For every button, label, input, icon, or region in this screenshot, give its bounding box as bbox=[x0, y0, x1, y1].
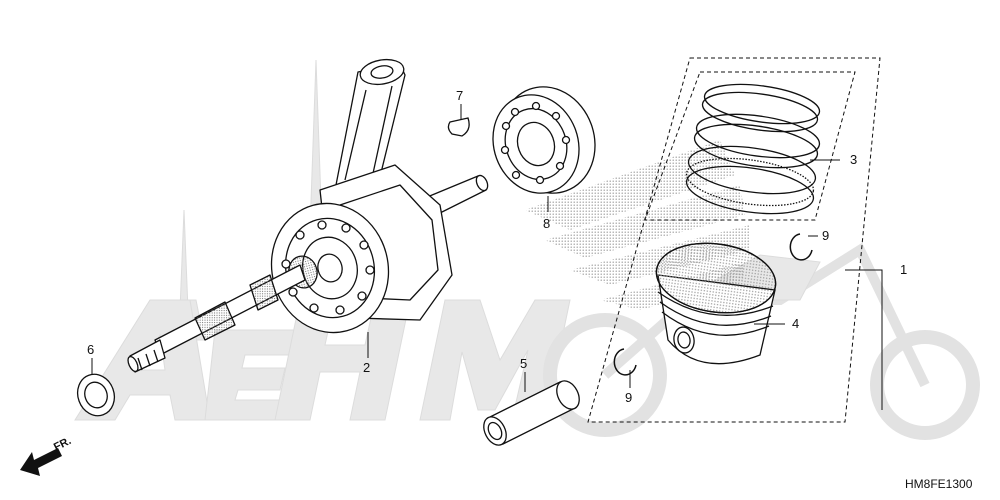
callout-1: 1 bbox=[900, 262, 907, 277]
ball-bearing-icon bbox=[492, 86, 596, 194]
thrust-washer-icon bbox=[76, 373, 116, 417]
piston-pin-clip-upper-icon bbox=[789, 233, 813, 261]
front-direction-label: FR. bbox=[52, 435, 73, 454]
diagram-code: HM8FE1300 bbox=[905, 477, 973, 491]
callout-8: 8 bbox=[543, 216, 550, 231]
piston-pin-clip-lower-icon bbox=[613, 348, 637, 376]
callout-7: 7 bbox=[456, 88, 463, 103]
piston-rings-icon bbox=[685, 83, 821, 215]
callout-9-lower: 9 bbox=[625, 390, 632, 405]
callout-6: 6 bbox=[87, 342, 94, 357]
leader-lines bbox=[91, 104, 883, 410]
piston-pin-icon bbox=[483, 380, 580, 446]
callout-5: 5 bbox=[520, 356, 527, 371]
callout-9-upper: 9 bbox=[822, 228, 829, 243]
callout-3: 3 bbox=[850, 152, 857, 167]
callout-2: 2 bbox=[363, 360, 370, 375]
piston-ring-set-frame bbox=[644, 71, 856, 221]
piston-icon bbox=[655, 242, 777, 365]
piston-assembly-frame bbox=[587, 57, 881, 423]
callout-4: 4 bbox=[792, 316, 799, 331]
crankshaft-icon bbox=[127, 58, 489, 373]
woodruff-key-icon bbox=[447, 117, 470, 137]
front-direction-arrow-icon bbox=[20, 448, 62, 476]
